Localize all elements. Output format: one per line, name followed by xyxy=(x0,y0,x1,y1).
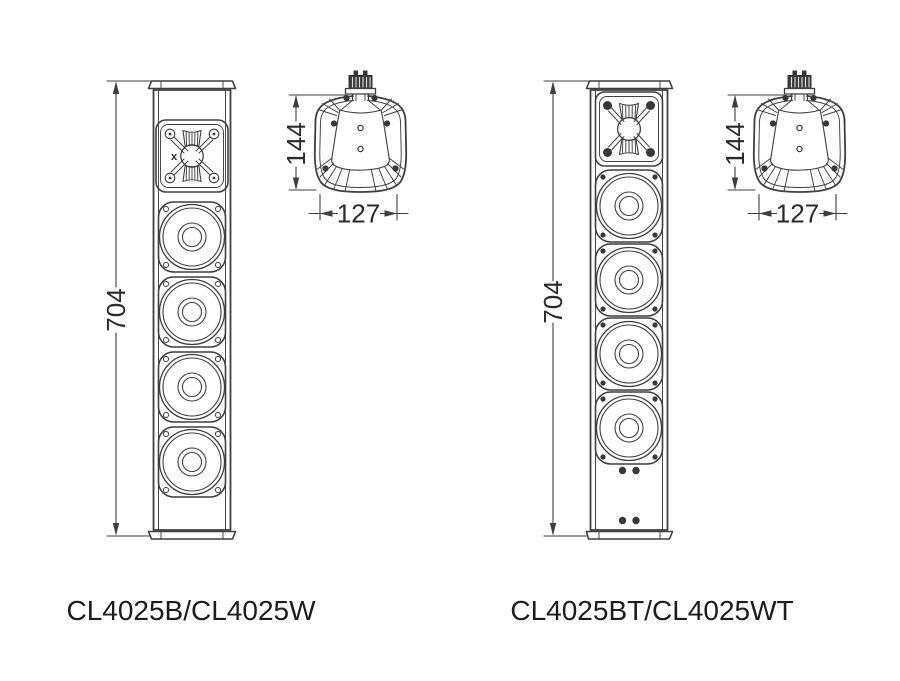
speaker-variant-cl4025b: 704 xyxy=(66,71,408,626)
cabinet-body xyxy=(152,89,232,531)
front-view-right: 704 xyxy=(538,80,674,540)
top-width-value: 127 xyxy=(337,199,380,229)
top-view-right: 144 127 xyxy=(720,71,847,229)
screw-dots xyxy=(618,466,640,525)
cabinet-body xyxy=(589,89,669,531)
top-width-value: 127 xyxy=(776,199,819,229)
front-height-value: 704 xyxy=(538,280,568,323)
front-height-value: 704 xyxy=(101,288,131,331)
speaker-variant-cl4025bt: 704 xyxy=(510,71,847,626)
cabinet-top-cap xyxy=(147,80,237,90)
cabinet-bottom-cap xyxy=(147,530,237,540)
dimension-lines-front-height xyxy=(543,80,591,537)
cabinet-bottom-cap xyxy=(585,530,674,540)
top-height-value: 144 xyxy=(281,122,311,165)
tweeter-icon: x xyxy=(155,119,229,193)
dimension-lines-front-height xyxy=(106,80,153,537)
front-view-left: 704 xyxy=(101,80,237,540)
tweeter-x-mark: x xyxy=(171,151,178,163)
model-label: CL4025BT/CL4025WT xyxy=(510,595,793,626)
tweeter-icon xyxy=(594,91,664,167)
model-label: CL4025B/CL4025W xyxy=(66,595,316,626)
cabinet-top-cap xyxy=(585,80,674,90)
top-height-value: 144 xyxy=(720,122,750,165)
top-view-left: 144 127 xyxy=(281,71,408,229)
